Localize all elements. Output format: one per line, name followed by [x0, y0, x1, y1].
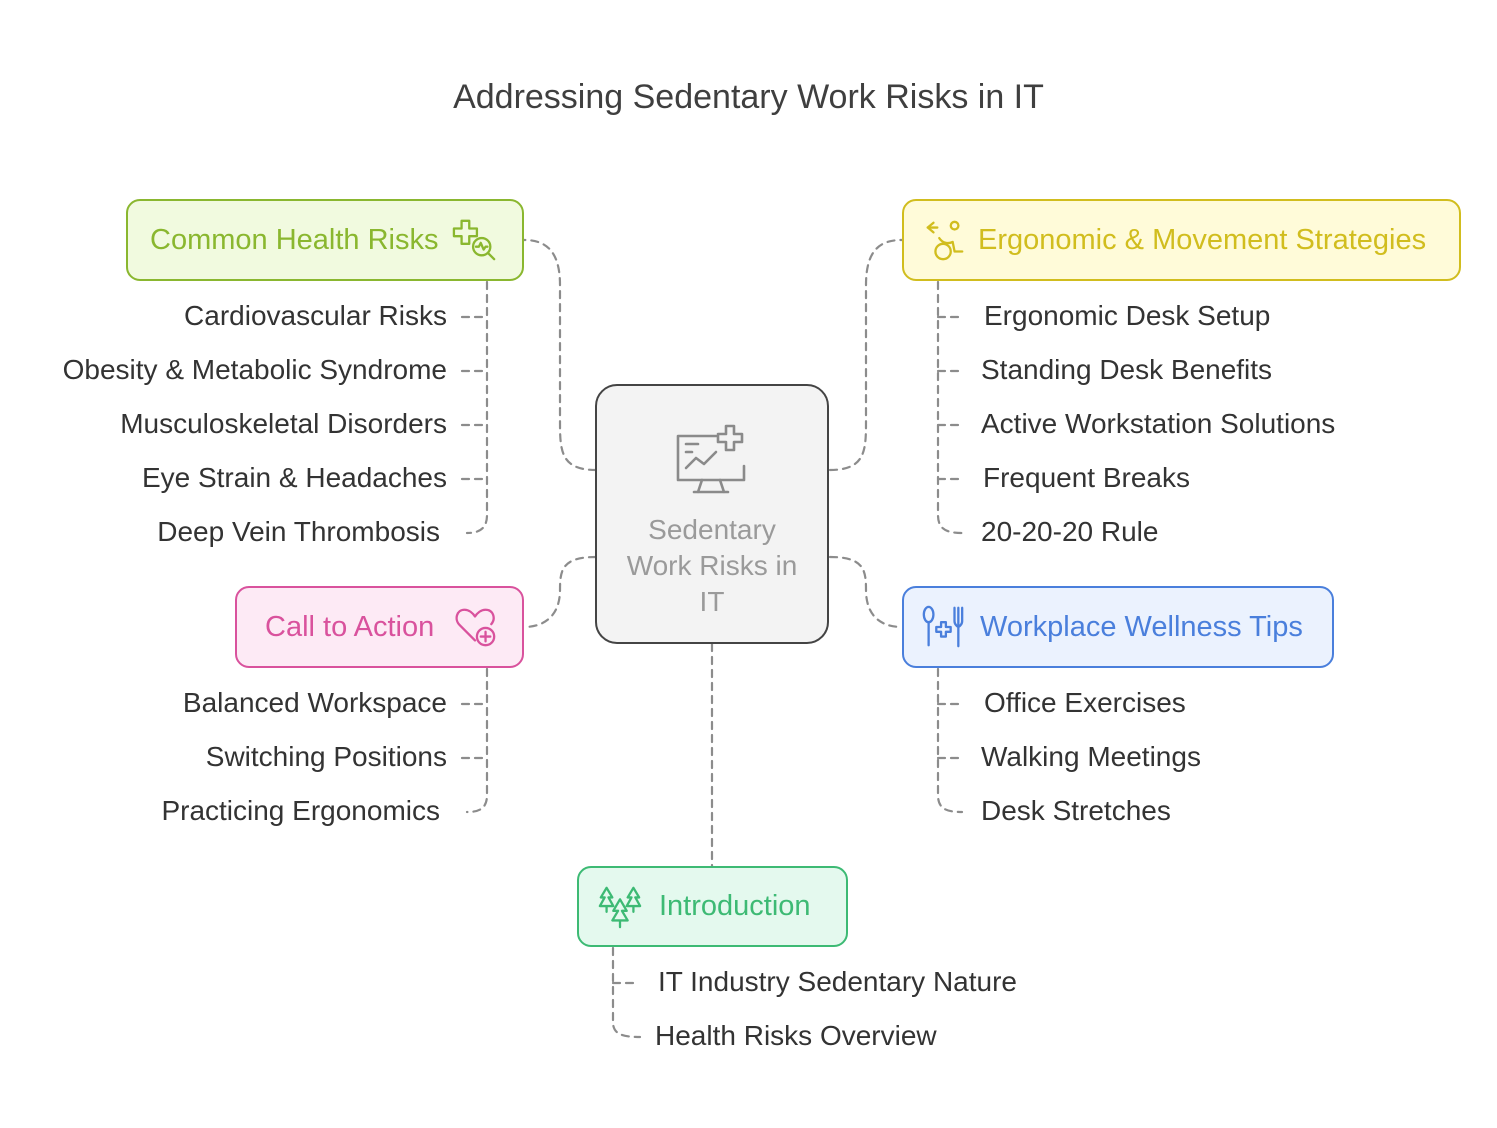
page-title: Addressing Sedentary Work Risks in IT: [453, 78, 1044, 116]
list-item: Active Workstation Solutions: [981, 408, 1336, 439]
center-node[interactable]: Sedentary Work Risks in IT: [595, 384, 829, 644]
list-item: 20-20-20 Rule: [981, 516, 1159, 547]
link-intro-trunk: [611, 946, 642, 1039]
list-item: Ergonomic Desk Setup: [984, 300, 1271, 331]
trees-icon: [595, 882, 645, 932]
link-action-trunk: [465, 667, 489, 814]
heart-plus-icon: [450, 602, 500, 652]
list-item: Balanced Workspace: [182, 687, 447, 718]
node-ergonomic-movement-strategies[interactable]: Ergonomic & Movement Strategies: [902, 199, 1461, 281]
list-item: IT Industry Sedentary Nature: [658, 966, 1017, 997]
list-item: Standing Desk Benefits: [981, 354, 1273, 385]
link-wellness-trunk: [936, 667, 964, 814]
list-item: Walking Meetings: [981, 741, 1201, 772]
list-item: Switching Positions: [205, 741, 447, 772]
node-label: Call to Action: [265, 610, 435, 643]
list-item: Cardiovascular Risks: [184, 300, 447, 331]
medical-cross-magnifier-icon: [450, 215, 500, 265]
node-label: Workplace Wellness Tips: [980, 610, 1303, 643]
list-item: Desk Stretches: [981, 795, 1171, 826]
list-item: Health Risks Overview: [655, 1020, 937, 1051]
node-label: Ergonomic & Movement Strategies: [978, 223, 1427, 256]
list-item: Office Exercises: [984, 687, 1186, 718]
list-item: Deep Vein Thrombosis: [157, 516, 440, 547]
node-label: Common Health Risks: [150, 223, 439, 256]
monitor-chart-medical-icon: [676, 424, 746, 494]
link-center-ergonomic: [828, 238, 904, 472]
link-center-action: [522, 555, 598, 629]
node-introduction[interactable]: Introduction: [577, 866, 848, 947]
node-label: Introduction: [659, 890, 811, 922]
wheelchair-person-icon: [920, 215, 970, 265]
node-call-to-action[interactable]: Call to Action: [235, 586, 524, 668]
list-item: Practicing Ergonomics: [161, 795, 440, 826]
link-health-trunk: [465, 280, 489, 535]
list-item: Frequent Breaks: [983, 462, 1190, 493]
list-item: Eye Strain & Headaches: [141, 462, 447, 493]
node-workplace-wellness-tips[interactable]: Workplace Wellness Tips: [902, 586, 1334, 668]
link-center-wellness: [828, 555, 904, 629]
node-common-health-risks[interactable]: Common Health Risks: [126, 199, 524, 281]
list-item: Obesity & Metabolic Syndrome: [62, 354, 447, 385]
list-item: Musculoskeletal Disorders: [120, 408, 447, 439]
link-ergo-trunk: [936, 280, 964, 535]
center-label: Sedentary Work Risks in IT: [626, 514, 798, 617]
link-center-health: [522, 238, 598, 472]
health-fork-icon: [918, 602, 968, 652]
